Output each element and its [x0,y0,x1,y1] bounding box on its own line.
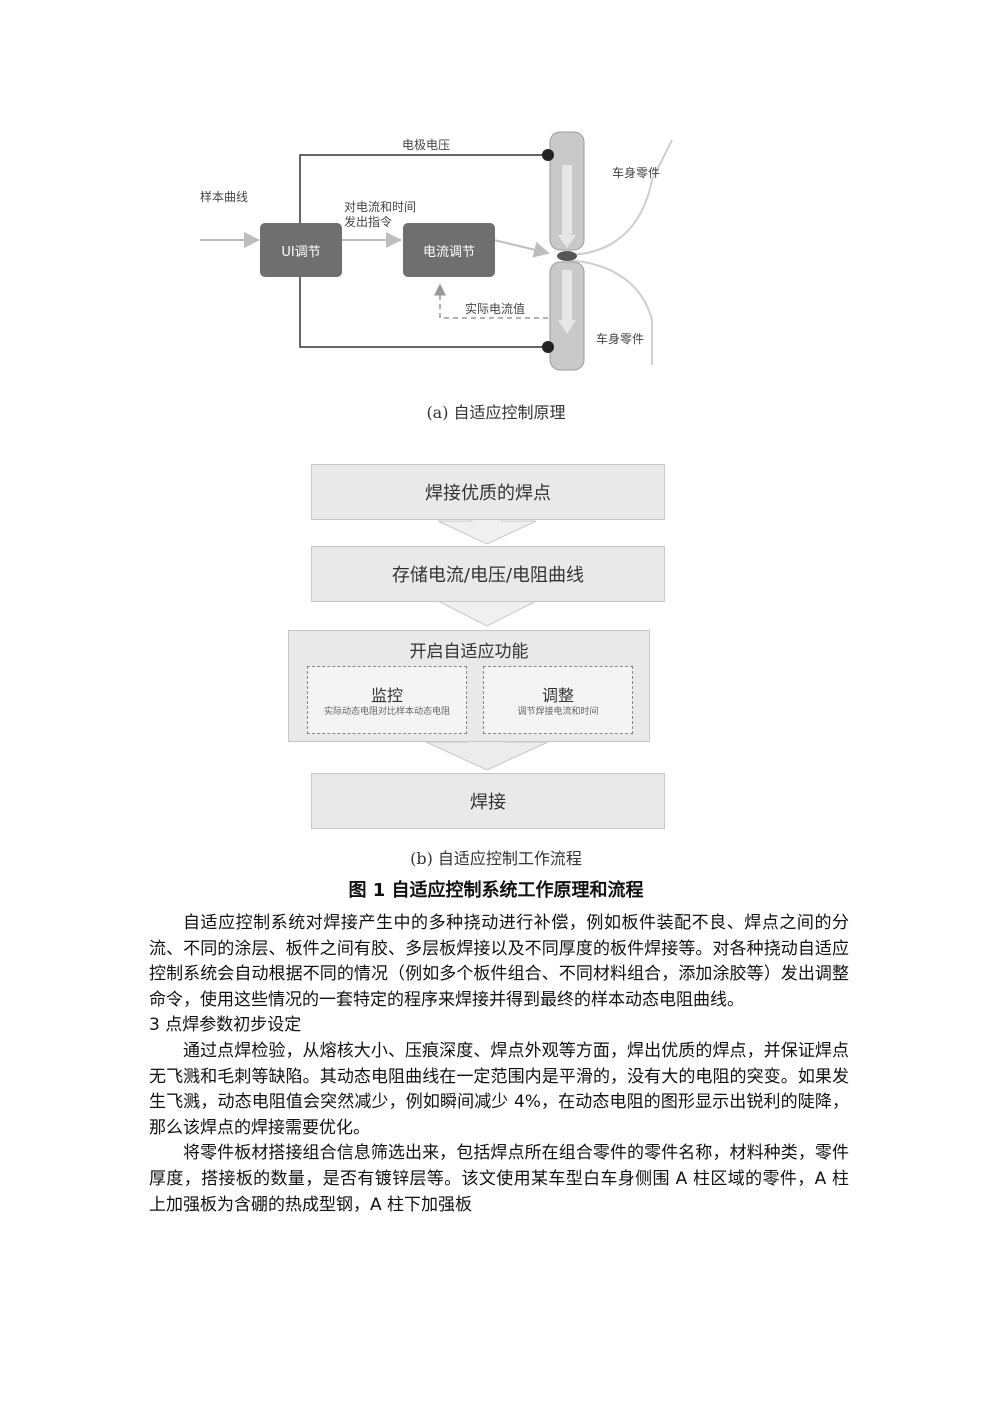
command-label-line1: 对电流和时间 [344,200,417,214]
figure-b: 焊接优质的焊点 存储电流/电压/电阻曲线 开启自适应功能 监控 实际动态电阻对比… [0,440,992,880]
adaptive-function-title: 开启自适应功能 [409,642,529,662]
current-regulation-block: 电流调节 [403,223,495,277]
monitor-box: 监控 实际动态电阻对比样本动态电阻 [307,666,467,734]
body-part-bottom-label: 车身零件 [596,332,645,346]
monitor-title: 监控 [370,686,403,705]
electrode-voltage-label: 电极电压 [402,138,451,152]
section-heading: 3 点焊参数初步设定 [149,1015,302,1036]
body-text: 自适应控制系统对焊接产生中的多种挠动进行补偿，例如板件装配不良、焊点之间的分流、… [149,911,849,1218]
adjust-title: 调整 [541,686,574,705]
flow-step-store-curves: 存储电流/电压/电阻曲线 [311,546,665,602]
flow-step-weld: 焊接 [311,773,665,829]
figure-b-caption: (b) 自适应控制工作流程 [410,849,582,868]
adjust-box: 调整 调节焊接电流和时间 [483,666,633,734]
paragraph-1: 自适应控制系统对焊接产生中的多种挠动进行补偿，例如板件装配不良、焊点之间的分流、… [149,913,849,1010]
ui-regulation-block: UI调节 [260,223,342,277]
adjust-description: 调节焊接电流和时间 [517,707,599,717]
figure-a-caption: (a) 自适应控制原理 [426,403,566,422]
body-part-top-label: 车身零件 [612,166,661,180]
monitor-description: 实际动态电阻对比样本动态电阻 [323,707,450,717]
paragraph-2: 通过点焊检验，从熔核大小、压痕深度、焊点外观等方面，焊出优质的焊点，并保证焊点无… [149,1040,849,1138]
paragraph-3: 将零件板材搭接组合信息筛选出来，包括焊点所在组合零件的零件名称，材料种类，零件厚… [149,1143,849,1215]
figure-title: 图 1 自适应控制系统工作原理和流程 [348,880,644,901]
command-label-line2: 发出指令 [344,215,393,229]
figure-a: UI调节 电流调节 电极电压 样本曲线 对电流和时间 发出指令 实际电流值 车身… [0,0,992,440]
flow-step-quality-weld: 焊接优质的焊点 [311,464,665,520]
sample-curve-label: 样本曲线 [200,190,249,204]
control-principle-diagram [200,131,673,371]
actual-current-label: 实际电流值 [465,302,526,316]
